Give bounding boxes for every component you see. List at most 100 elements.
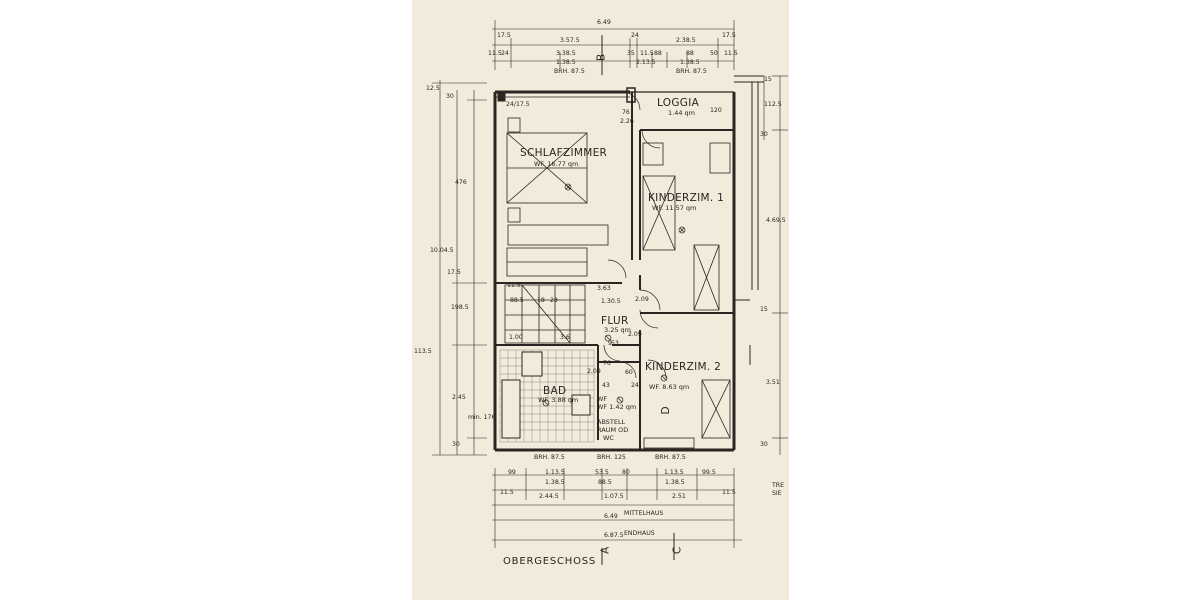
dim-right-469: 4.69.5 <box>766 217 786 224</box>
room-name-abstell-2: RAUM OD <box>597 426 629 434</box>
dim-top-r1-d: 2.38.5 <box>676 37 696 44</box>
dim-bot-i: 1.38.5 <box>665 479 685 486</box>
dim-bot-end-label: ENDHAUS <box>624 530 655 537</box>
dim-top-r2-l: 11.5 <box>724 50 738 57</box>
dim-left-17: 17.5 <box>447 269 461 276</box>
room-name-bad: BAD <box>543 385 567 397</box>
dim-top-r2-a: 11.5 <box>488 50 502 57</box>
dim-bot-h: 88.5 <box>598 479 612 486</box>
dim-top-r2-b: 24 <box>501 50 509 57</box>
dim-top-brh-right: BRH. 87.5 <box>676 68 707 75</box>
dim-bot-c: 53.5 <box>595 469 609 476</box>
bed-schlafzimmer <box>506 117 609 277</box>
section-lines <box>601 35 675 565</box>
outer-walls <box>493 90 736 452</box>
room-area-abstell: WF 1.42 qm <box>597 403 637 411</box>
dim-bot-n: 11.5 <box>722 489 736 496</box>
room-wf-abstell: WF <box>597 395 608 403</box>
dim-int-209b: 2.09 <box>628 331 642 338</box>
room-name-loggia: LOGGIA <box>657 97 700 109</box>
dim-top-r2-d: 1.38.5 <box>556 59 576 66</box>
dim-int-18: 18 <box>537 297 545 304</box>
dim-bot-mittel-label: MITTELHAUS <box>624 510 664 517</box>
dim-left-12: 12.5 <box>426 85 440 92</box>
dim-left-30b: 30 <box>452 441 460 448</box>
dim-right-120: 120 <box>710 107 722 114</box>
room-name-abstell-3: WC <box>603 434 614 442</box>
dim-right-30a: 30 <box>760 131 768 138</box>
dim-right-15b: 15 <box>764 76 772 83</box>
dim-left-245: 2.45 <box>452 394 466 401</box>
drawing-title: OBERGESCHOSS <box>503 556 597 567</box>
furniture-kinderzim1 <box>642 142 731 311</box>
dim-bot-f: 99.5 <box>702 469 716 476</box>
section-mark-c: C <box>671 546 684 555</box>
dim-brh-abstell: BRH. 125 <box>597 454 626 461</box>
room-name-abstell-1: ABSTELL <box>597 418 626 426</box>
dim-int-209c: 2.09 <box>587 368 601 375</box>
room-name-schlafzimmer: SCHLAFZIMMER <box>520 147 608 159</box>
floor-plan <box>432 20 788 565</box>
dim-brh-k2: BRH. 87.5 <box>655 454 686 461</box>
section-mark-b: B <box>595 53 608 62</box>
dim-int-9: 9 <box>608 340 612 347</box>
dim-int-24-17: 24/17.5 <box>506 101 530 108</box>
dim-int-53: 53 <box>611 340 619 347</box>
dim-right-112: 112.5 <box>764 101 782 108</box>
dim-bot-l: 1.07.5 <box>604 493 624 500</box>
dim-left-30: 30 <box>446 93 454 100</box>
dim-bot-e: 1.13.5 <box>664 469 684 476</box>
dim-top-r2-g: 2.13.5 <box>636 59 656 66</box>
bad-fixtures <box>501 351 591 439</box>
dim-int-100: 1.00 <box>509 334 523 341</box>
room-name-kinderzim2: KINDERZIM. 2 <box>645 361 722 373</box>
dim-int-60: 60 <box>625 369 633 376</box>
dim-top-r2-c: 3.38.5 <box>556 50 576 57</box>
dim-left-198: 198.5 <box>451 304 469 311</box>
room-area-kinderzim2: WF. 8.63 qm <box>649 383 690 391</box>
room-area-kinderzim1: WF. 11.57 qm <box>652 204 697 212</box>
dim-bot-m: 2.51 <box>672 493 686 500</box>
dim-top-r2-i: 88 <box>686 50 694 57</box>
dim-brh-bad: BRH. 87.5 <box>534 454 565 461</box>
dim-int-209: 2.09 <box>635 296 649 303</box>
dim-top-r2-f: 11.5 <box>640 50 654 57</box>
section-mark-a: A <box>599 546 612 554</box>
dim-bot-j: 11.5 <box>500 489 514 496</box>
dim-top-r1-c: 24 <box>631 32 639 39</box>
dim-right-15: 15 <box>760 306 768 313</box>
dim-int-130: 1.30.5 <box>601 298 621 305</box>
room-name-flur: FLUR <box>601 315 629 327</box>
dim-top-brh-left: BRH. 87.5 <box>554 68 585 75</box>
room-name-kinderzim1: KINDERZIM. 1 <box>648 192 725 204</box>
door-swings <box>603 91 667 379</box>
dim-int-23: 23 <box>550 297 558 304</box>
room-area-schlafzimmer: WF. 16.77 qm <box>534 160 579 168</box>
ceiling-lights <box>542 183 686 407</box>
dim-int-88: 88.5 <box>510 297 524 304</box>
dim-bot-d: 80 <box>622 469 630 476</box>
room-area-flur: 3.25 qm <box>604 326 631 334</box>
furniture-kinderzim2 <box>643 379 731 449</box>
dim-top-total: 6.49 <box>597 19 611 26</box>
interior-walls <box>495 92 734 450</box>
dim-bot-b: 1.13.5 <box>545 469 565 476</box>
dim-top-r1-b: 3.57.5 <box>560 37 580 44</box>
dim-int-36: 3.6 <box>560 334 570 341</box>
dim-left-total: 10.04.5 <box>430 247 454 254</box>
dim-left-176: min. 176 <box>468 414 496 421</box>
dim-left-113: 113.5 <box>414 348 432 355</box>
dim-bot-end: 6.87.5 <box>604 532 624 539</box>
dim-top-r2-j: 1.38.5 <box>680 59 700 66</box>
dim-int-43: 43 <box>602 382 610 389</box>
dim-int-76: 76 <box>622 109 630 116</box>
dim-int-24b: 24 <box>631 382 639 389</box>
dim-bot-a: 99 <box>508 469 516 476</box>
room-area-loggia: 1.44 qm <box>668 109 695 117</box>
dim-top-r1-a: 17.5 <box>497 32 511 39</box>
dimension-lines <box>432 20 788 548</box>
section-mark-d: D <box>659 406 672 415</box>
dim-int-226: 2.26 <box>620 118 634 125</box>
dim-bot-k: 2.44.5 <box>539 493 559 500</box>
dim-int-363: 3.63 <box>597 285 611 292</box>
